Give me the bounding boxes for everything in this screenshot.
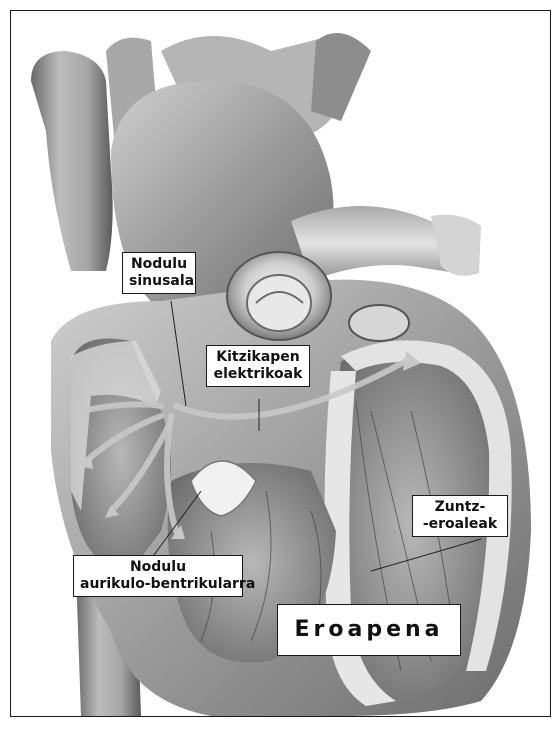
label-av-node: Nodulu aurikulo-bentrikularra: [73, 555, 243, 597]
label-electric-excitation: Kitzikapen elektrikoak: [206, 345, 310, 387]
label-conduction: Eroapena: [277, 604, 461, 656]
label-av-node-line2: aurikulo-bentrikularra: [80, 576, 236, 593]
label-av-node-line1: Nodulu: [80, 559, 236, 576]
label-sinus-node: Nodulu sinusala: [122, 252, 196, 294]
label-purkinje-fibers-line1: Zuntz-: [419, 499, 501, 516]
label-electric-excitation-line2: elektrikoak: [213, 366, 303, 383]
label-electric-excitation-line1: Kitzikapen: [213, 349, 303, 366]
label-sinus-node-line2: sinusala: [129, 273, 189, 290]
label-purkinje-fibers: Zuntz- -eroaleak: [412, 495, 508, 537]
label-purkinje-fibers-line2: -eroaleak: [419, 516, 501, 533]
label-sinus-node-line1: Nodulu: [129, 256, 189, 273]
